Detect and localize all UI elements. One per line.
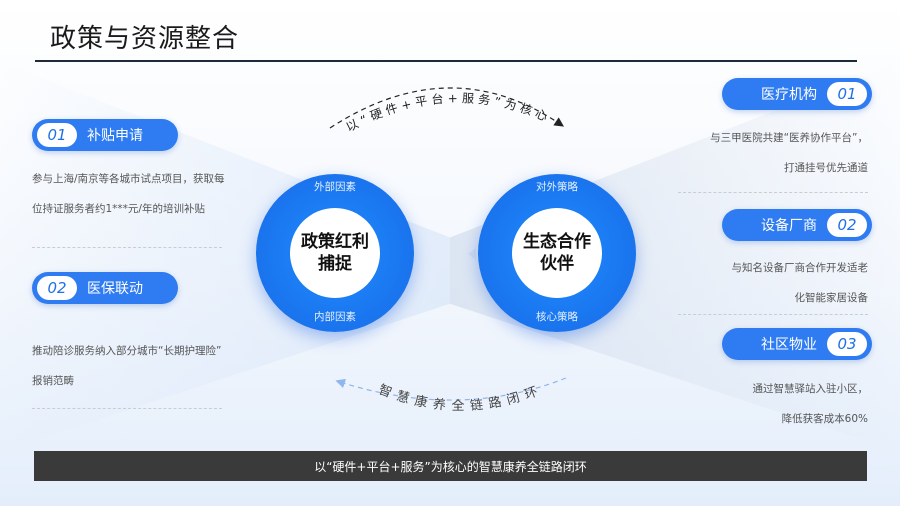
left-divider [32, 408, 222, 409]
right-divider [678, 314, 868, 315]
right-item-2-description: 与知名设备厂商合作开发适老 化智能家居设备 [732, 253, 869, 313]
right-item-2-pill: 设备厂商 02 [722, 209, 872, 241]
left-item-2-desc-line: 推动陪诊服务纳入部分城市“长期护理险” [32, 345, 222, 357]
right-item-3-pill: 社区物业 03 [722, 328, 872, 360]
right-item-3-number: 03 [827, 332, 867, 356]
policy-ring: 外部因素 政策红利 捕捉 内部因素 [256, 174, 414, 332]
right-item-1-desc-line: 打通挂号优先通道 [784, 162, 868, 174]
right-divider [678, 192, 868, 193]
right-item-2-desc-line: 与知名设备厂商合作开发适老 [731, 262, 869, 274]
bottom-arc-arrow [335, 377, 567, 401]
connector-arrow [468, 248, 476, 260]
ring-core: 政策红利 捕捉 [290, 208, 380, 298]
title-underline [35, 60, 857, 62]
ring-center-line: 伙伴 [540, 254, 574, 274]
right-item-3-desc-line: 降低获客成本60% [781, 413, 868, 425]
footer-banner: 以“硬件+平台+服务”为核心的智慧康养全链路闭环 [34, 451, 867, 481]
left-item-2-label: 医保联动 [87, 281, 143, 297]
ring-core: 生态合作 伙伴 [512, 208, 602, 298]
right-item-1-number: 01 [827, 82, 867, 106]
right-item-1-desc-line: 与三甲医院共建“医养协作平台”， [710, 132, 868, 144]
ring-top-label: 对外策略 [536, 181, 578, 193]
right-item-1-label: 医疗机构 [761, 87, 817, 103]
right-item-2-number: 02 [827, 213, 867, 237]
left-item-2-description: 推动陪诊服务纳入部分城市“长期护理险” 报销范畴 [32, 336, 221, 396]
ring-bottom-label: 核心策略 [536, 311, 578, 323]
left-item-2-desc-line: 报销范畴 [32, 375, 74, 387]
left-item-1-desc-line: 位持证服务者约1***元/年的培训补贴 [32, 203, 205, 215]
ring-top-label: 外部因素 [314, 181, 356, 193]
ring-bottom-label: 内部因素 [314, 311, 356, 323]
right-item-1-description: 与三甲医院共建“医养协作平台”， 打通挂号优先通道 [710, 123, 868, 183]
ring-center-line: 政策红利 [301, 232, 369, 252]
left-item-2-number: 02 [37, 276, 77, 300]
right-item-1-pill: 医疗机构 01 [722, 78, 872, 110]
right-item-2-label: 设备厂商 [761, 218, 817, 234]
left-divider [32, 247, 222, 248]
ring-center-line: 捕捉 [318, 254, 352, 274]
left-item-2-pill: 02 医保联动 [32, 272, 178, 304]
ring-center-line: 生态合作 [523, 232, 591, 252]
top-arc-text: 以“硬件+平台+服务”为核心 [344, 90, 554, 134]
bottom-arc-text: 智慧康养全链路闭环 [376, 382, 545, 414]
left-item-1-number: 01 [37, 123, 77, 147]
right-item-3-description: 通过智慧驿站入驻小区， 降低获客成本60% [753, 374, 869, 434]
left-item-1-label: 补贴申请 [87, 128, 143, 144]
page-title: 政策与资源整合 [50, 24, 240, 54]
ecosystem-ring: 对外策略 生态合作 伙伴 核心策略 [478, 174, 636, 332]
right-item-2-desc-line: 化智能家居设备 [794, 292, 869, 304]
left-item-1-pill: 01 补贴申请 [32, 119, 178, 151]
right-item-3-desc-line: 通过智慧驿站入驻小区， [752, 383, 869, 395]
left-item-1-desc-line: 参与上海/南京等各城市试点项目，获取每 [32, 173, 225, 185]
left-item-1-description: 参与上海/南京等各城市试点项目，获取每 位持证服务者约1***元/年的培训补贴 [32, 164, 225, 224]
right-item-3-label: 社区物业 [761, 337, 817, 353]
